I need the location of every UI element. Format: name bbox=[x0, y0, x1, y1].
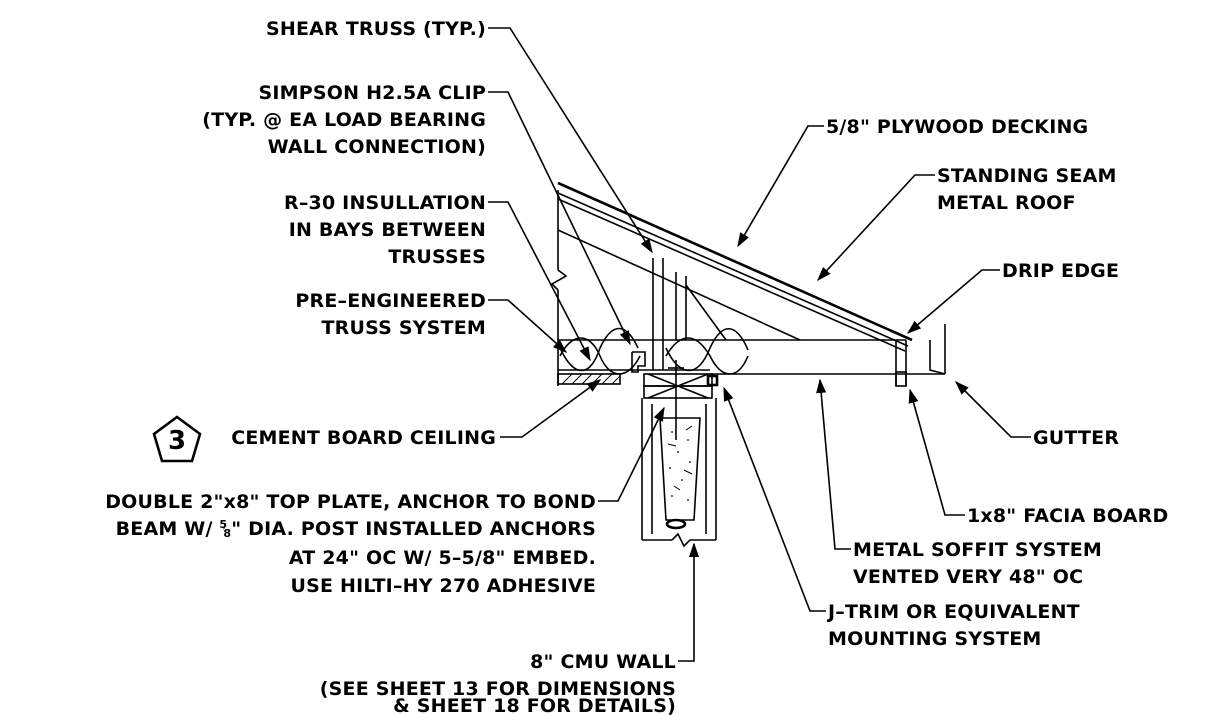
label-roof-line1: STANDING SEAM bbox=[937, 165, 1117, 187]
label-truss-line2: TRUSS SYSTEM bbox=[321, 317, 486, 339]
detail-tag: 3 bbox=[152, 415, 202, 463]
leader-lines bbox=[488, 27, 1031, 662]
label-insulation-line2: IN BAYS BETWEEN bbox=[289, 219, 486, 241]
callout-labels: SHEAR TRUSS (TYP.) SIMPSON H2.5A CLIP (T… bbox=[105, 18, 1168, 715]
label-jtrim-line2: MOUNTING SYSTEM bbox=[828, 628, 1042, 650]
label-gutter: GUTTER bbox=[1033, 427, 1119, 449]
label-clip-line3: WALL CONNECTION) bbox=[268, 136, 486, 158]
label-soffit-line1: METAL SOFFIT SYSTEM bbox=[853, 539, 1102, 561]
label-jtrim-line1: J–TRIM OR EQUIVALENT bbox=[826, 601, 1080, 623]
label-clip-line1: SIMPSON H2.5A CLIP bbox=[259, 82, 486, 104]
label-plate-line3: AT 24" OC W/ 5–5/8" EMBED. bbox=[289, 547, 596, 569]
label-plate-line2: BEAM W/ 5/8" DIA. POST INSTALLED ANCHORS bbox=[116, 518, 596, 540]
label-cmu-line1: 8" CMU WALL bbox=[530, 651, 676, 673]
label-insulation-line1: R–30 INSULLATION bbox=[284, 192, 486, 214]
label-plywood: 5/8" PLYWOOD DECKING bbox=[826, 116, 1088, 138]
label-drip-edge: DRIP EDGE bbox=[1002, 260, 1119, 282]
label-facia: 1x8" FACIA BOARD bbox=[967, 505, 1168, 527]
label-cmu-line3: & SHEET 18 FOR DETAILS) bbox=[393, 695, 676, 715]
section-geometry bbox=[550, 181, 946, 548]
label-ceiling: CEMENT BOARD CEILING bbox=[231, 427, 496, 449]
label-cmu-line2: (SEE SHEET 13 FOR DIMENSIONS bbox=[320, 678, 676, 700]
label-roof-line2: METAL ROOF bbox=[937, 192, 1076, 214]
label-clip-line2: (TYP. @ EA LOAD BEARING bbox=[202, 109, 486, 131]
label-soffit-line2: VENTED VERY 48" OC bbox=[853, 566, 1083, 588]
label-plate-line4: USE HILTI–HY 270 ADHESIVE bbox=[290, 575, 596, 597]
label-shear-truss: SHEAR TRUSS (TYP.) bbox=[266, 18, 486, 40]
label-insulation-line3: TRUSSES bbox=[388, 246, 486, 268]
label-truss-line1: PRE–ENGINEERED bbox=[295, 290, 486, 312]
label-plate-line1: DOUBLE 2"x8" TOP PLATE, ANCHOR TO BOND bbox=[105, 491, 596, 513]
detail-tag-number: 3 bbox=[168, 426, 186, 456]
